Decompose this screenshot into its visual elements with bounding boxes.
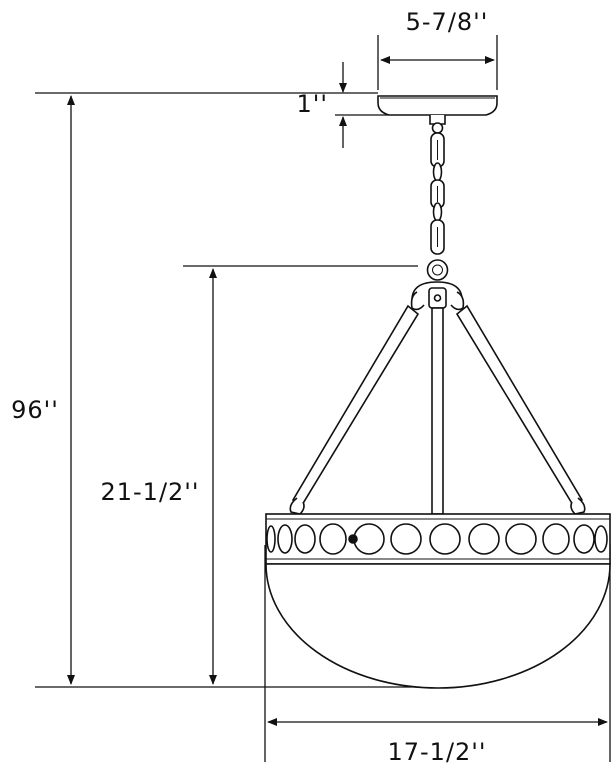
fixture-height-label: 21-1/2'' — [100, 478, 199, 506]
canopy — [377, 95, 498, 134]
canopy-width-label: 5-7/8'' — [406, 8, 489, 36]
glass-bowl — [265, 563, 611, 689]
dimension-fixture-height — [183, 265, 418, 685]
dimension-canopy-height — [335, 62, 388, 148]
dimension-overall-height — [35, 92, 418, 688]
support-arms — [289, 304, 586, 515]
decorative-band — [265, 513, 611, 565]
dimension-fixture-width — [264, 545, 611, 762]
canopy-height-label: 1'' — [297, 90, 328, 118]
chain — [426, 132, 449, 281]
dimension-canopy-width — [377, 35, 498, 90]
overall-height-label: 96'' — [11, 396, 59, 424]
fixture-width-label: 17-1/2'' — [387, 738, 486, 766]
hanger-hub — [410, 281, 465, 311]
